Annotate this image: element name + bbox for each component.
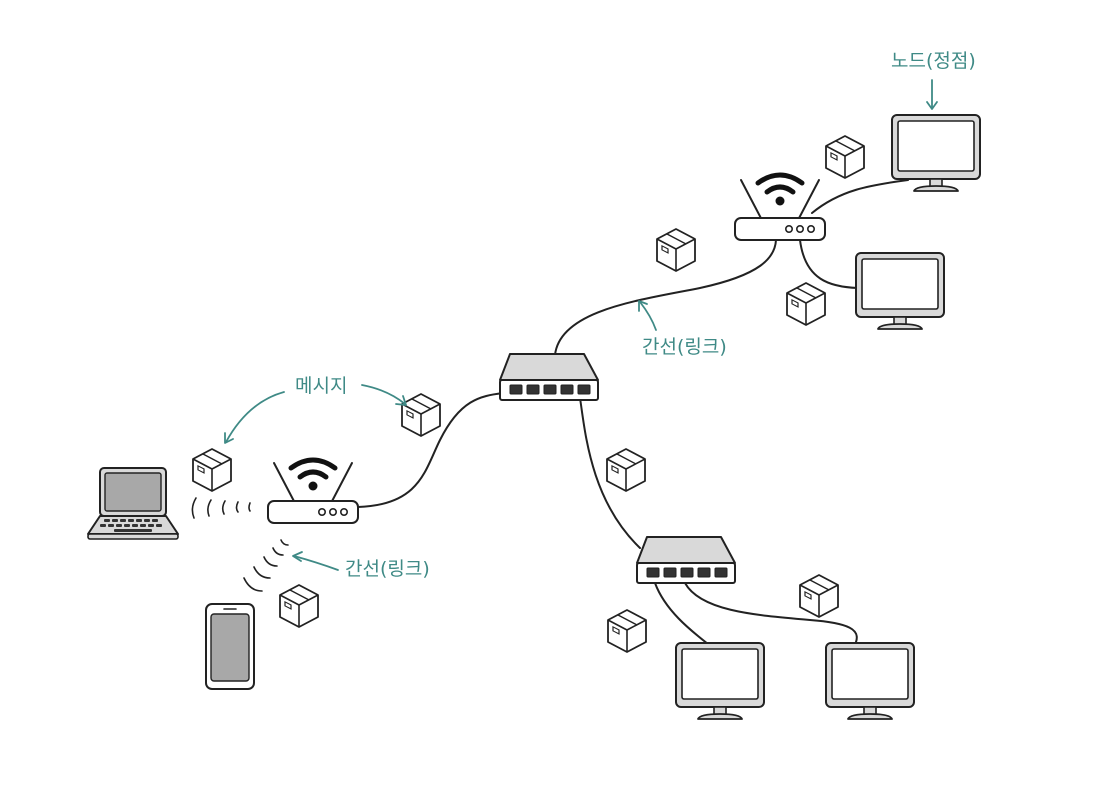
wireless-signal-laptop [191,497,251,519]
label-edge-top: 간선(링크) [642,336,727,358]
monitor-icon [891,114,981,192]
package-icon [607,609,647,653]
switch-icon [499,353,599,401]
monitor-icon [675,642,765,720]
package-icon [279,584,319,628]
package-icon [799,574,839,618]
label-message: 메시지 [295,375,348,397]
package-icon [786,282,826,326]
monitor-icon [855,252,945,330]
wifi-icon [291,460,335,491]
package-icon [192,448,232,492]
label-node: 노드(정점) [891,50,976,72]
package-icon [825,135,865,179]
package-icon [656,228,696,272]
cables [357,179,909,645]
smartphone-icon [205,603,255,690]
laptop-icon [87,467,179,540]
package-icon [606,448,646,492]
switch-icon [636,536,736,584]
package-icon [401,393,441,437]
annotation-arrows [224,79,938,571]
label-edge-bottom: 간선(링크) [345,558,430,580]
monitor-icon [825,642,915,720]
wifi-icon [758,175,802,206]
wireless-signal-phone [243,539,289,592]
